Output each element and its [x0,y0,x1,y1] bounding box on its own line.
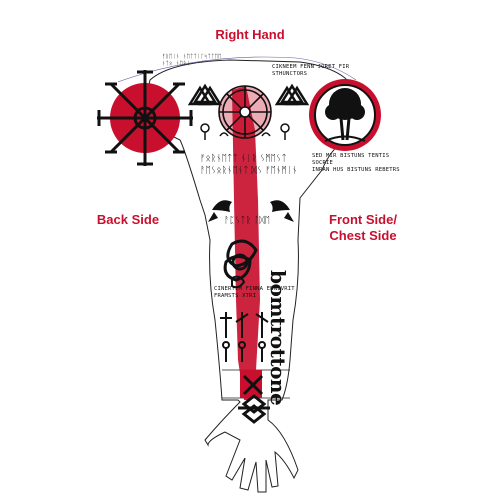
raven-icon [270,200,294,222]
valknut-icon [274,83,310,106]
raven-icon [208,200,232,222]
forearm-text: CINERTIM FINNA ENNIVRIT FRAMSTS XTRI [214,286,295,299]
valknut-icon [187,83,223,106]
rune-band-mid: ᚨᛈᛊᛏᚱ ᛚᛞᛖ [224,216,271,226]
small-rune-icons [200,123,290,140]
chest-side-text: SED MIR BISTUNS TENTIS SOCRIE INRAN HUS … [312,153,400,173]
helm-of-awe-icon [97,70,193,166]
wolf-knot-icon [231,275,246,289]
page-title: Right Hand [215,27,285,42]
vegvisir-icon [218,85,272,139]
shoulder-rune-text-left: ᚠᚱᛖᛁᚾ ᚾᛖᛏᛏᛁᛚᛋᛏᛏᛖᛖ ᚾᛏᛟ ᚾᛖᚱᛁ [162,54,222,67]
front-side-label: Front Side/ Chest Side [329,212,397,243]
triquetra-icon [223,239,258,282]
rune-band-1: ᚠᛟᚱᚾᛖᛏᛏ ᚾᛁᚱ ᛊᛗᛖᛊᛏ [200,154,287,164]
tree-of-life-icon [309,79,381,151]
guide-line [117,56,357,83]
rune-band-2: ᚨᛖᛊᛟᚱᚾᛖᚾᛏ ᛞᛊ ᚠᛖᚾᛗᛁᚾ [200,166,298,176]
wrist-runes [242,374,264,396]
bindrune-icon [238,394,270,424]
shoulder-rune-text-right: CIKNEEM FENN JORET FIR STHUNCTORS [272,64,350,77]
back-side-label: Back Side [96,212,160,227]
script-lettering: bomtrottone [266,270,290,406]
bindrune-icon [220,312,269,362]
